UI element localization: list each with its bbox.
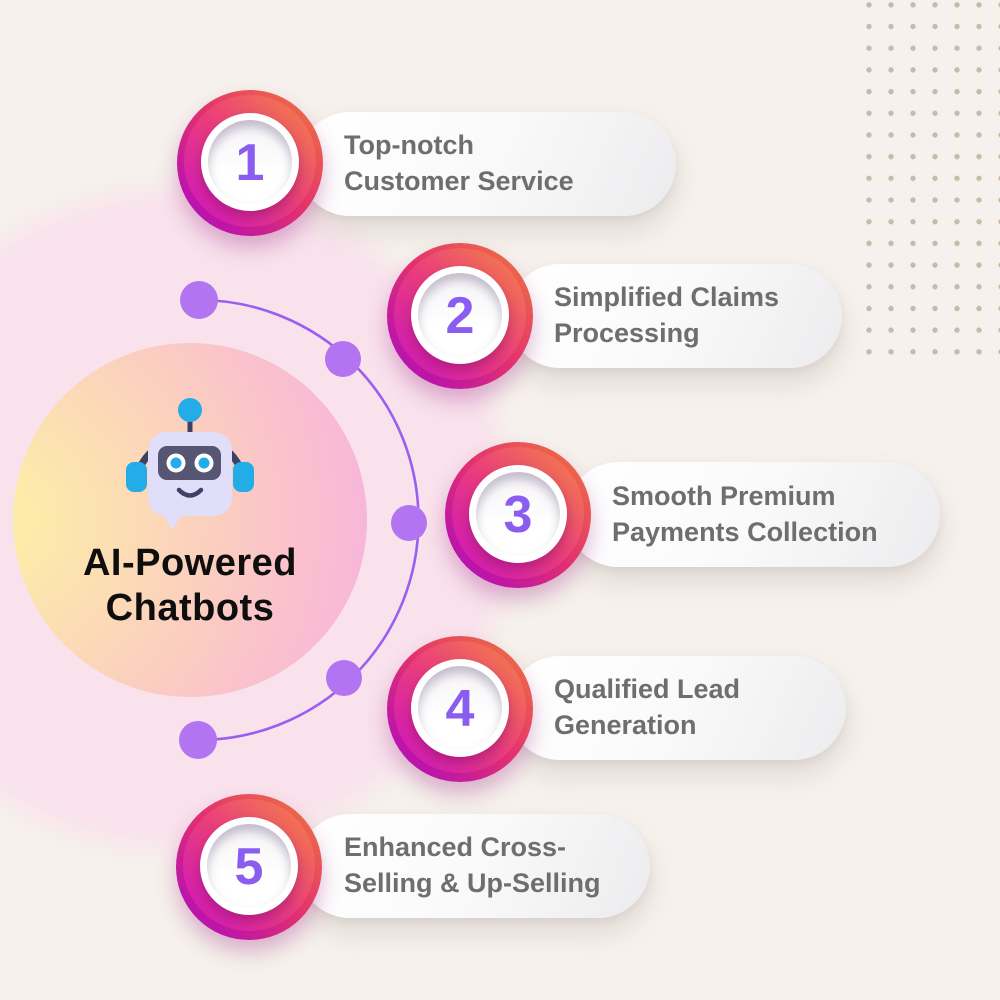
- title-line-1: AI-Powered: [82, 542, 298, 584]
- infographic-title: AI-Powered Chatbots: [13, 541, 367, 631]
- item-2-label-line-2: Processing: [554, 318, 700, 348]
- item-1-number: 1: [235, 134, 265, 192]
- item-pill-2: Simplified Claims Processing: [508, 264, 842, 368]
- item-badge-1: 1: [177, 90, 323, 236]
- item-5-number: 5: [234, 838, 264, 896]
- item-4-number: 4: [445, 680, 475, 738]
- item-5-label-line-2: Selling & Up-Selling: [344, 868, 601, 898]
- item-4-label-line-2: Generation: [554, 710, 697, 740]
- item-pill-3: Smooth Premium Payments Collection: [566, 462, 940, 567]
- item-pill-5: Enhanced Cross- Selling & Up-Selling: [298, 814, 650, 918]
- item-badge-4: 4: [387, 636, 533, 782]
- title-line-2: Chatbots: [105, 586, 275, 629]
- item-1-label-line-1: Top-notch: [344, 130, 474, 161]
- item-3-label-line-1: Smooth Premium: [612, 480, 836, 511]
- item-badge-2: 2: [387, 243, 533, 389]
- item-5-label-line-1: Enhanced Cross-: [344, 832, 567, 863]
- item-2-number: 2: [445, 287, 475, 345]
- item-3-label-line-2: Payments Collection: [612, 516, 878, 547]
- chatbot-robot-icon: [126, 398, 254, 530]
- item-2-label-line-1: Simplified Claims: [554, 282, 780, 313]
- item-badge-5: 5: [176, 794, 322, 940]
- item-pill-4: Qualified Lead Generation: [508, 656, 846, 760]
- dot-grid-pattern: [858, 0, 1000, 366]
- item-pill-1: Top-notch Customer Service: [298, 112, 676, 216]
- item-1-label-line-2: Customer Service: [344, 166, 574, 196]
- item-4-label-line-1: Qualified Lead: [554, 674, 741, 705]
- item-badge-3: 3: [445, 442, 591, 588]
- item-3-number: 3: [503, 486, 533, 544]
